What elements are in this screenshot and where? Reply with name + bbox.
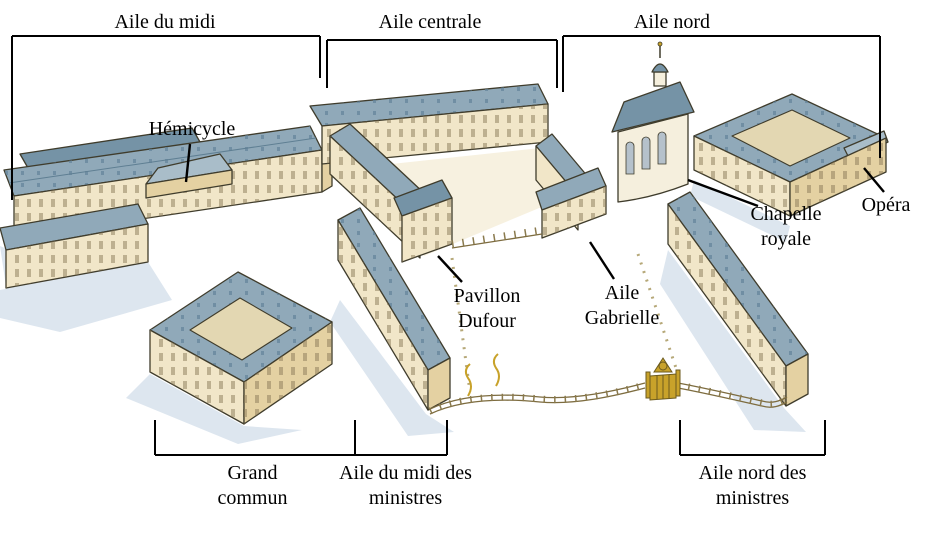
label-opera: Opéra <box>861 194 911 216</box>
annotation-brackets <box>11 35 881 456</box>
bracket-aile-nord <box>562 35 881 158</box>
label-aile-nord-des-ministres: Aile nord des ministres <box>698 462 807 509</box>
building-hemicycle <box>145 153 233 199</box>
bracket-grand-commun-ministres <box>154 420 448 456</box>
pointer-chapelle-royale <box>687 178 759 208</box>
building-aile-du-midi <box>0 125 333 289</box>
label-aile-gabrielle: Aile Gabrielle <box>584 282 660 329</box>
building-chapelle-royale <box>611 41 695 203</box>
bracket-aile-du-midi <box>11 35 321 200</box>
building-aile-nord-des-ministres <box>667 191 809 407</box>
golden-gate <box>645 357 681 401</box>
label-chapelle-royale: Chapelle royale <box>750 203 822 250</box>
label-aile-nord: Aile nord <box>633 11 711 33</box>
pointer-pavillon-dufour <box>437 255 463 283</box>
pointer-aile-gabrielle <box>588 241 616 280</box>
building-aile-du-midi-des-ministres <box>337 207 451 411</box>
label-aile-du-midi: Aile du midi <box>114 11 216 33</box>
label-hemicycle: Hémicycle <box>148 118 236 140</box>
pointer-lines <box>184 143 885 283</box>
label-grand-commun: Grand commun <box>217 462 288 509</box>
building-aile-nord <box>693 93 889 217</box>
courtyard-fence <box>450 226 682 393</box>
cast-shadows <box>0 180 806 444</box>
outer-fence <box>428 353 789 415</box>
pointer-hemicycle <box>184 143 192 183</box>
bracket-aile-nord-des-ministres <box>679 420 826 456</box>
label-aile-centrale: Aile centrale <box>378 11 482 33</box>
building-aile-gabrielle <box>535 167 607 239</box>
building-grand-commun <box>149 271 333 425</box>
pointer-opera <box>863 167 885 193</box>
bracket-aile-centrale <box>326 39 558 88</box>
label-aile-du-midi-des-ministres: Aile du midi des ministres <box>339 462 472 509</box>
chapel-lantern <box>651 41 669 87</box>
building-pavillon-dufour <box>393 179 453 263</box>
label-pavillon-dufour: Pavillon Dufour <box>453 285 521 332</box>
